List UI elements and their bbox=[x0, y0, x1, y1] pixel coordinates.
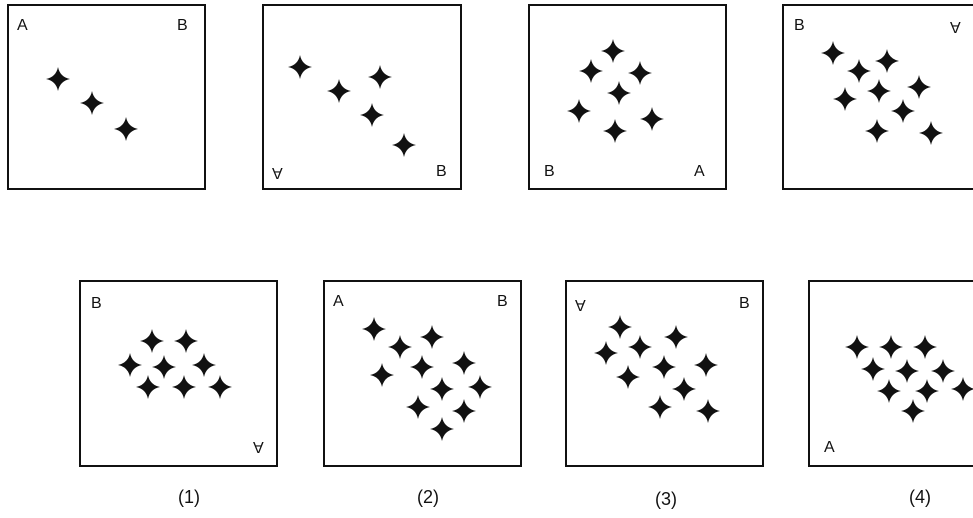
corner-letter-a: A bbox=[575, 296, 586, 313]
four-point-star-icon bbox=[388, 335, 412, 359]
four-point-star-icon bbox=[833, 87, 857, 111]
four-point-star-icon bbox=[861, 357, 885, 381]
four-point-star-icon bbox=[915, 379, 939, 403]
series-figure-3: B A bbox=[528, 4, 727, 190]
four-point-star-icon bbox=[174, 329, 198, 353]
series-figure-4: B A bbox=[782, 4, 973, 190]
four-point-star-icon bbox=[664, 325, 688, 349]
four-point-star-icon bbox=[136, 375, 160, 399]
corner-letter-b: B bbox=[497, 293, 508, 310]
four-point-star-icon bbox=[865, 119, 889, 143]
four-point-star-icon bbox=[608, 315, 632, 339]
four-point-star-icon bbox=[392, 133, 416, 157]
four-point-star-icon bbox=[46, 67, 70, 91]
four-point-star-icon bbox=[288, 55, 312, 79]
four-point-star-icon bbox=[468, 375, 492, 399]
four-point-star-icon bbox=[879, 335, 903, 359]
four-point-star-icon bbox=[192, 353, 216, 377]
four-point-star-icon bbox=[360, 103, 384, 127]
four-point-star-icon bbox=[362, 317, 386, 341]
corner-letter-b: B bbox=[794, 17, 805, 34]
four-point-star-icon bbox=[114, 117, 138, 141]
four-point-star-icon bbox=[891, 99, 915, 123]
four-point-star-icon bbox=[907, 75, 931, 99]
four-point-star-icon bbox=[152, 355, 176, 379]
four-point-star-icon bbox=[616, 365, 640, 389]
four-point-star-icon bbox=[452, 399, 476, 423]
option-figure-4[interactable]: A bbox=[808, 280, 973, 467]
four-point-star-icon bbox=[118, 353, 142, 377]
four-point-star-icon bbox=[672, 377, 696, 401]
four-point-star-icon bbox=[652, 355, 676, 379]
four-point-star-icon bbox=[696, 399, 720, 423]
corner-letter-a: A bbox=[17, 17, 28, 34]
four-point-star-icon bbox=[845, 335, 869, 359]
four-point-star-icon bbox=[172, 375, 196, 399]
four-point-star-icon bbox=[80, 91, 104, 115]
four-point-star-icon bbox=[368, 65, 392, 89]
four-point-star-icon bbox=[327, 79, 351, 103]
corner-letter-a: A bbox=[333, 293, 344, 310]
corner-letter-b: B bbox=[91, 295, 102, 312]
four-point-star-icon bbox=[919, 121, 943, 145]
four-point-star-icon bbox=[648, 395, 672, 419]
four-point-star-icon bbox=[420, 325, 444, 349]
four-point-star-icon bbox=[867, 79, 891, 103]
option-figure-1[interactable]: B A bbox=[79, 280, 278, 467]
corner-letter-b: B bbox=[436, 163, 447, 180]
four-point-star-icon bbox=[821, 41, 845, 65]
corner-letter-a: A bbox=[253, 438, 264, 455]
option-caption: (3) bbox=[655, 489, 677, 509]
four-point-star-icon bbox=[594, 341, 618, 365]
series-figure-1: A B bbox=[7, 4, 206, 190]
corner-letter-a: A bbox=[824, 439, 835, 456]
four-point-star-icon bbox=[847, 59, 871, 83]
four-point-star-icon bbox=[601, 39, 625, 63]
four-point-star-icon bbox=[603, 119, 627, 143]
option-figure-3[interactable]: A B bbox=[565, 280, 764, 467]
corner-letter-a: A bbox=[694, 163, 705, 180]
option-caption: (4) bbox=[909, 487, 931, 507]
four-point-star-icon bbox=[913, 335, 937, 359]
four-point-star-icon bbox=[579, 59, 603, 83]
four-point-star-icon bbox=[875, 49, 899, 73]
four-point-star-icon bbox=[370, 363, 394, 387]
option-caption: (2) bbox=[417, 487, 439, 507]
four-point-star-icon bbox=[406, 395, 430, 419]
four-point-star-icon bbox=[430, 377, 454, 401]
four-point-star-icon bbox=[140, 329, 164, 353]
four-point-star-icon bbox=[694, 353, 718, 377]
four-point-star-icon bbox=[895, 359, 919, 383]
option-caption: (1) bbox=[178, 487, 200, 507]
corner-letter-a: A bbox=[272, 164, 283, 181]
option-figure-2[interactable]: A B bbox=[323, 280, 522, 467]
four-point-star-icon bbox=[452, 351, 476, 375]
four-point-star-icon bbox=[931, 359, 955, 383]
corner-letter-b: B bbox=[544, 163, 555, 180]
corner-letter-a: A bbox=[950, 18, 961, 35]
four-point-star-icon bbox=[628, 335, 652, 359]
four-point-star-icon bbox=[901, 399, 925, 423]
four-point-star-icon bbox=[607, 81, 631, 105]
corner-letter-b: B bbox=[739, 295, 750, 312]
four-point-star-icon bbox=[430, 417, 454, 441]
four-point-star-icon bbox=[628, 61, 652, 85]
four-point-star-icon bbox=[208, 375, 232, 399]
corner-letter-b: B bbox=[177, 17, 188, 34]
four-point-star-icon bbox=[410, 355, 434, 379]
four-point-star-icon bbox=[877, 379, 901, 403]
four-point-star-icon bbox=[567, 99, 591, 123]
four-point-star-icon bbox=[951, 377, 973, 401]
series-figure-2: A B bbox=[262, 4, 462, 190]
four-point-star-icon bbox=[640, 107, 664, 131]
